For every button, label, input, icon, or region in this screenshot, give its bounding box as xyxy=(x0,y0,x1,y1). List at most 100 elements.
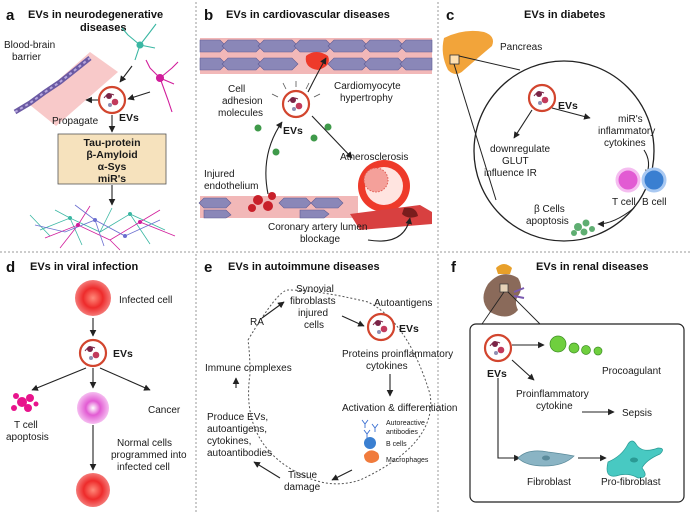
athero-label-1: Atherosclerosis xyxy=(340,152,408,163)
injured-endothelium-band xyxy=(198,192,358,219)
synovial-label-2: fibroblasts xyxy=(290,296,336,307)
cargo-box xyxy=(57,133,167,185)
pro-fibroblast-label: Pro-fibroblast xyxy=(601,477,661,488)
t-cell-apoptosis-icon xyxy=(11,393,39,412)
panel-e-ev-icon xyxy=(366,312,396,342)
panel-c-ev-icon xyxy=(527,83,557,113)
pancreas-zoom-box xyxy=(449,54,460,65)
infected-cell-label: Infected cell xyxy=(119,295,172,306)
panel-f: f EVs in renal diseases EVs Procoagulant… xyxy=(451,259,685,503)
tissue-label: Tissue xyxy=(288,470,318,481)
panel-b-evs-label: EVs xyxy=(283,125,303,137)
panel-d-evs-label: EVs xyxy=(113,348,133,360)
zoom-circle xyxy=(473,60,655,242)
cam-label-2: adhesion xyxy=(222,96,263,107)
bbb-label-2: barrier xyxy=(12,52,42,63)
cargo-item-1: Tau-protein xyxy=(84,137,141,149)
normal-cells-label-3: infected cell xyxy=(117,462,170,473)
newly-infected-cell-icon xyxy=(76,473,110,507)
apoptotic-beta-cells-icon xyxy=(571,219,595,236)
panel-a-title-line1: EVs in neurodegenerative xyxy=(28,9,163,21)
autoreactive-antibodies-icon xyxy=(361,419,379,438)
pancreas-icon xyxy=(442,30,493,74)
produce-label-2: autoantigens, xyxy=(207,424,267,435)
panel-d-title: EVs in viral infection xyxy=(30,261,138,273)
fibroblast-icon xyxy=(517,450,575,467)
cargo-item-4: miR's xyxy=(98,173,126,185)
cancer-label: Cancer xyxy=(148,405,181,416)
neuron-icon-teal xyxy=(121,23,157,61)
panel-a-letter: a xyxy=(6,7,15,24)
coronary-label-2: blockage xyxy=(300,234,340,245)
ra-label: RA xyxy=(250,317,264,328)
cargo-item-3: α-Sys xyxy=(98,161,127,173)
produce-label-1: Produce EVs, xyxy=(207,412,268,423)
normal-cell-icon xyxy=(77,392,109,424)
panel-c: c EVs in diabetes Pancreas EVs miR's inf… xyxy=(442,7,667,242)
proinflammatory-label: Proinflammatory xyxy=(516,389,589,400)
panel-d: d EVs in viral infection Infected cell E… xyxy=(6,259,187,507)
influence-ir-label: influence IR xyxy=(484,168,537,179)
ev-with-adhesion-molecules xyxy=(271,81,321,119)
panel-b-letter: b xyxy=(204,7,213,24)
hypertrophy-label-1: Cardiomyocyte xyxy=(334,81,401,92)
procoagulant-icon xyxy=(549,335,603,356)
proteins-label-2: cytokines xyxy=(366,361,408,372)
injured-label-1: Injured xyxy=(204,169,235,180)
injured-label-2: endothelium xyxy=(204,181,258,192)
panel-a-evs-label: EVs xyxy=(119,112,139,124)
synovial-label-4: cells xyxy=(304,320,324,331)
macrophages-label: Macrophages xyxy=(386,457,429,464)
activation-label: Activation & differentiation xyxy=(342,403,457,414)
ev-vesicle-icon xyxy=(97,85,127,115)
kidney-icon xyxy=(483,264,525,317)
t-cell-apoptosis-label-1: T cell xyxy=(14,420,38,431)
cam-label-3: molecules xyxy=(218,108,263,119)
t-cell-apoptosis-label-2: apoptosis xyxy=(6,432,49,443)
renal-zoom-box xyxy=(469,323,685,503)
sepsis-label: Sepsis xyxy=(622,408,652,419)
panel-e-title: EVs in autoimmune diseases xyxy=(228,261,380,273)
propagate-label: Propagate xyxy=(52,116,99,127)
panel-f-ev-icon xyxy=(483,333,513,363)
panel-e-evs-label: EVs xyxy=(399,323,419,335)
normal-cells-label-1: Normal cells xyxy=(117,438,172,449)
pancreas-label: Pancreas xyxy=(500,42,542,53)
panel-b-title: EVs in cardiovascular diseases xyxy=(226,9,390,21)
neuron-network-illustration xyxy=(29,204,176,251)
beta-apoptosis-label: apoptosis xyxy=(526,216,569,227)
b-cell-icon xyxy=(641,167,667,193)
panel-f-letter: f xyxy=(451,259,457,276)
pro-fibroblast-icon xyxy=(606,440,663,479)
cardiac-tissue-top xyxy=(199,38,433,74)
panel-f-title: EVs in renal diseases xyxy=(536,261,649,273)
synovial-label-1: Synovial xyxy=(296,284,334,295)
fibroblast-label: Fibroblast xyxy=(527,477,571,488)
glut-label: GLUT xyxy=(502,156,529,167)
panel-d-ev-icon xyxy=(78,338,108,368)
produce-label-3: cytokines, xyxy=(207,436,251,447)
coronary-label-1: Coronary artery lumen xyxy=(268,222,367,233)
produce-label-4: autoantibodies xyxy=(207,448,272,459)
cargo-item-2: β-Amyloid xyxy=(86,149,137,161)
mir-label-1: miR's xyxy=(618,114,643,125)
autoreactive-label-2: antibodies xyxy=(386,429,418,436)
damage-label: damage xyxy=(284,482,321,493)
mir-label-3: cytokines xyxy=(604,138,646,149)
beta-cells-label: β Cells xyxy=(534,204,565,215)
b-cells-icon xyxy=(364,437,376,449)
procoagulant-label: Procoagulant xyxy=(602,366,661,377)
panel-e: e EVs in autoimmune diseases Synovial fi… xyxy=(204,259,457,493)
panel-a: a EVs in neurodegenerative diseases Bloo… xyxy=(4,7,179,251)
panel-c-title: EVs in diabetes xyxy=(524,9,605,21)
downregulate-label: downregulate xyxy=(490,144,550,155)
autoantigens-label: Autoantigens xyxy=(374,298,432,309)
infected-cell-icon xyxy=(75,280,111,316)
synovial-label-3: injured xyxy=(298,308,328,319)
b-cells-label: B cells xyxy=(386,441,407,448)
autoreactive-label-1: Autoreactive xyxy=(386,420,425,427)
blood-brain-barrier-illustration xyxy=(13,52,118,126)
panel-d-letter: d xyxy=(6,259,15,276)
